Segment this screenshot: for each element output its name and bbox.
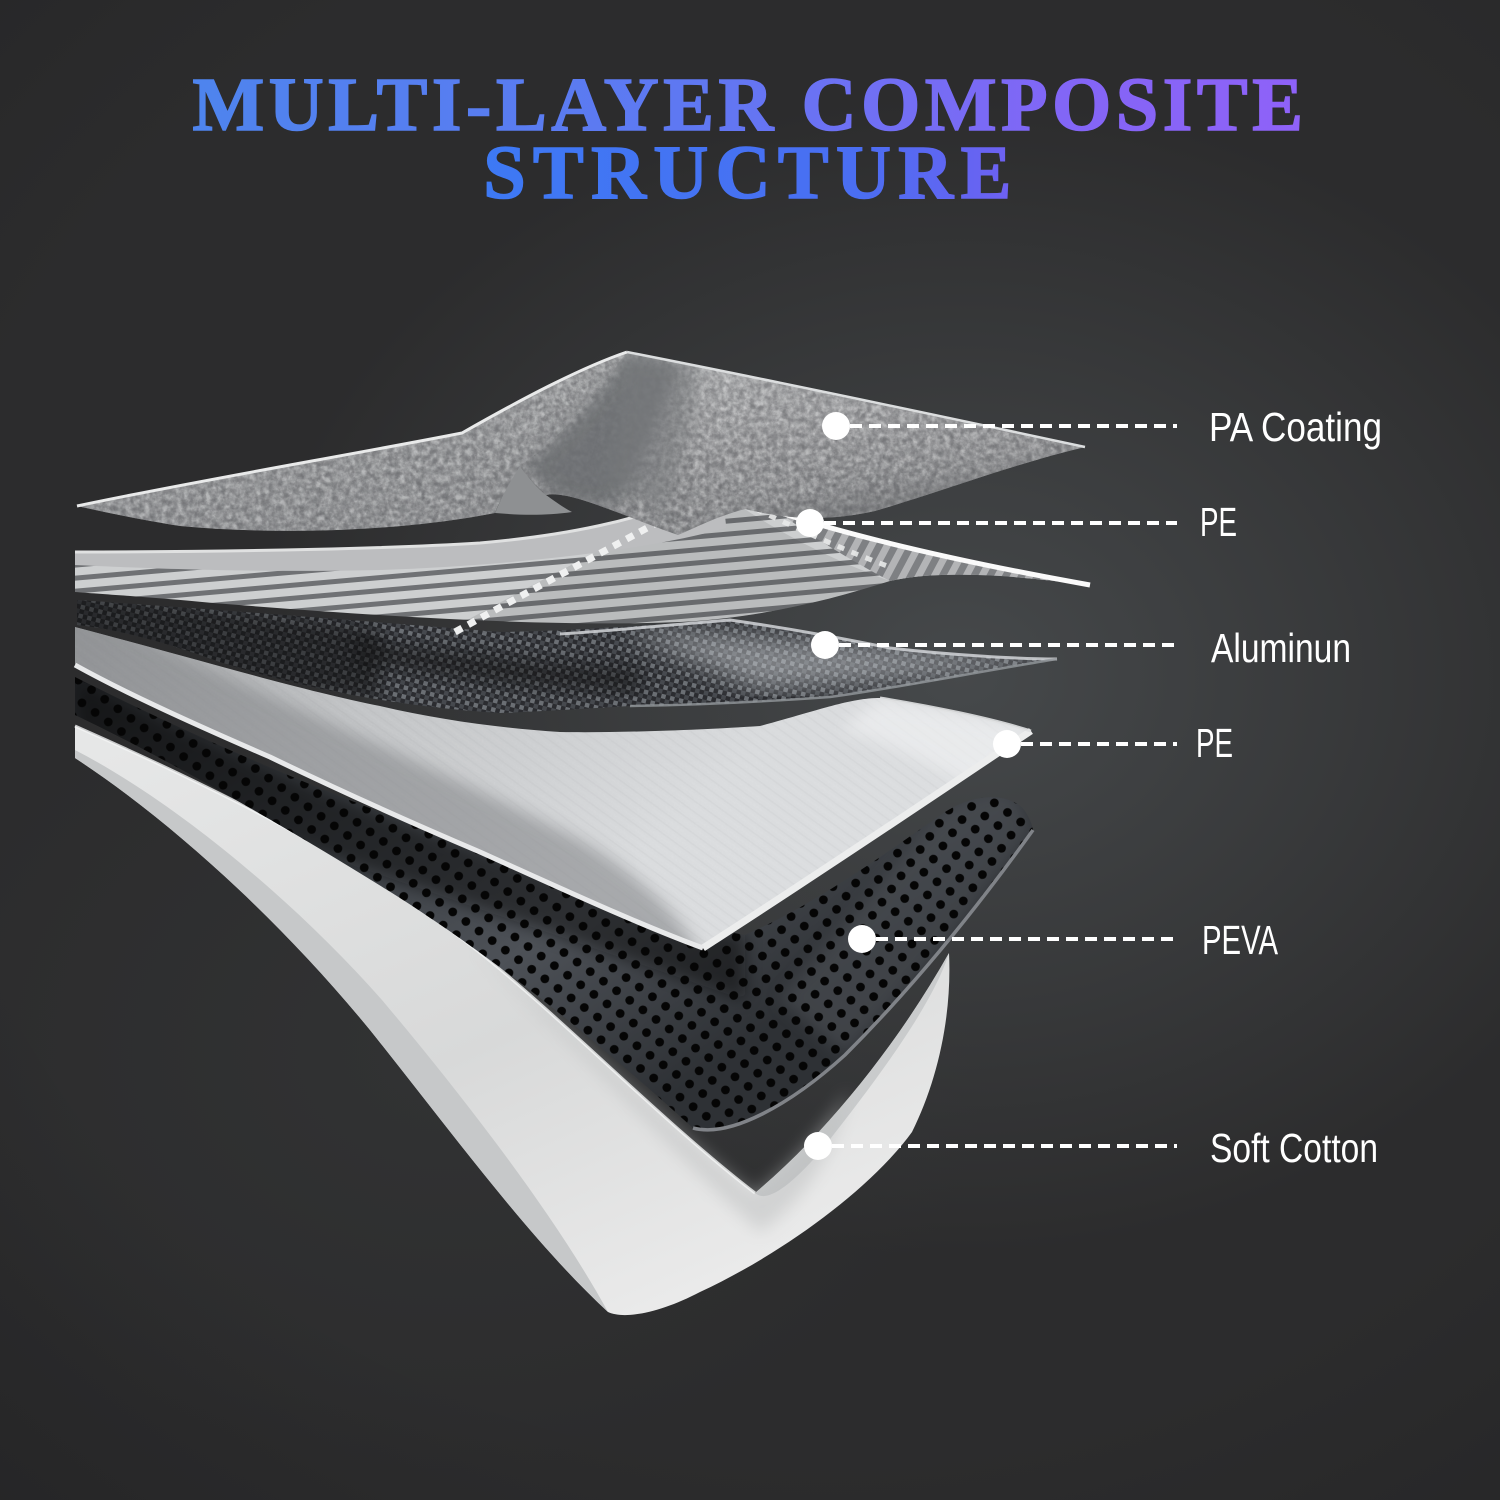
svg-text:Aluminun: Aluminun [1211, 625, 1351, 671]
svg-text:PE: PE [1196, 720, 1233, 766]
svg-text:MULTI-LAYER COMPOSITE: MULTI-LAYER COMPOSITE [192, 63, 1307, 147]
svg-text:PA Coating: PA Coating [1209, 404, 1382, 450]
svg-text:Soft Cotton: Soft Cotton [1210, 1125, 1378, 1171]
svg-text:PEVA: PEVA [1202, 917, 1278, 963]
svg-text:PE: PE [1200, 499, 1237, 545]
svg-text:STRUCTURE: STRUCTURE [483, 131, 1018, 215]
